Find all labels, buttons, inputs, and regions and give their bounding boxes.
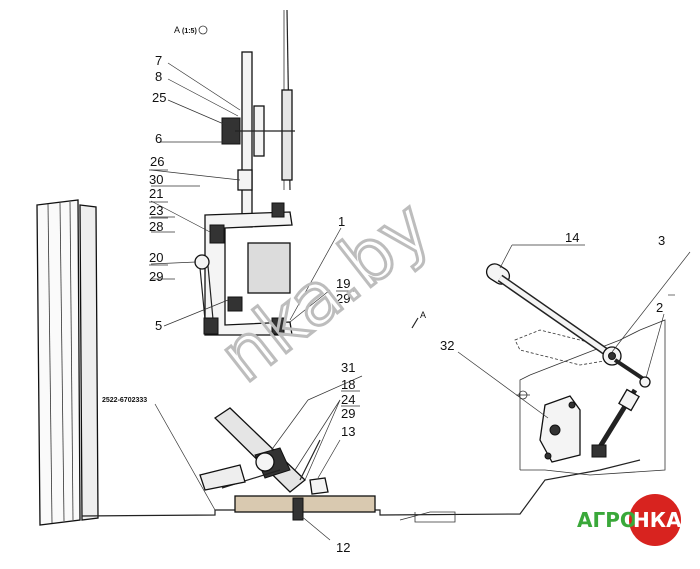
callout-3: 3 (658, 233, 665, 248)
leader-lines (150, 62, 691, 541)
logo-right-text: НКА (633, 508, 682, 532)
callout-31: 31 (341, 360, 355, 375)
callout-labels: 7 8 25 6 26 30 21 23 28 20 29 1 19 29 5 … (149, 53, 665, 555)
section-arrow-label: A (420, 310, 426, 320)
view-scale: (1:5) (182, 28, 197, 35)
view-circle-icon (198, 25, 208, 35)
cab-floor (81, 459, 641, 523)
callout-12: 12 (336, 540, 350, 555)
callout-32: 32 (440, 338, 454, 353)
callout-2: 2 (656, 300, 663, 315)
callout-29-c: 29 (341, 406, 355, 421)
cab-pillar (36, 199, 99, 526)
view-a-assembly (194, 9, 295, 336)
callout-23: 23 (149, 203, 163, 218)
callout-29-b: 29 (336, 291, 350, 306)
callout-28: 28 (149, 219, 163, 234)
pedal-assembly (199, 407, 329, 495)
callout-18: 18 (341, 377, 355, 392)
view-label: A (174, 25, 180, 35)
callout-7: 7 (155, 53, 162, 68)
callout-30: 30 (149, 172, 163, 187)
callout-14: 14 (565, 230, 579, 245)
logo-badge-icon (629, 494, 681, 546)
callout-19: 19 (336, 276, 350, 291)
callout-8: 8 (155, 69, 162, 84)
callout-5: 5 (155, 318, 162, 333)
callout-6: 6 (155, 131, 162, 146)
section-arrow-a: A (411, 310, 426, 329)
callout-29-a: 29 (149, 269, 163, 284)
callout-21: 21 (149, 186, 163, 201)
callout-1: 1 (338, 214, 345, 229)
callout-20: 20 (149, 250, 163, 265)
callout-24: 24 (341, 392, 355, 407)
hand-lever-assembly (485, 263, 666, 476)
logo-left-text: АГРО (577, 508, 637, 532)
callout-25: 25 (152, 90, 166, 105)
agronka-logo: АГРО НКА (577, 494, 682, 546)
part-code: 2522-6702333 (102, 397, 147, 404)
callout-13: 13 (341, 424, 355, 439)
view-a-label: A (1:5) (174, 25, 208, 35)
callout-26: 26 (150, 154, 164, 169)
